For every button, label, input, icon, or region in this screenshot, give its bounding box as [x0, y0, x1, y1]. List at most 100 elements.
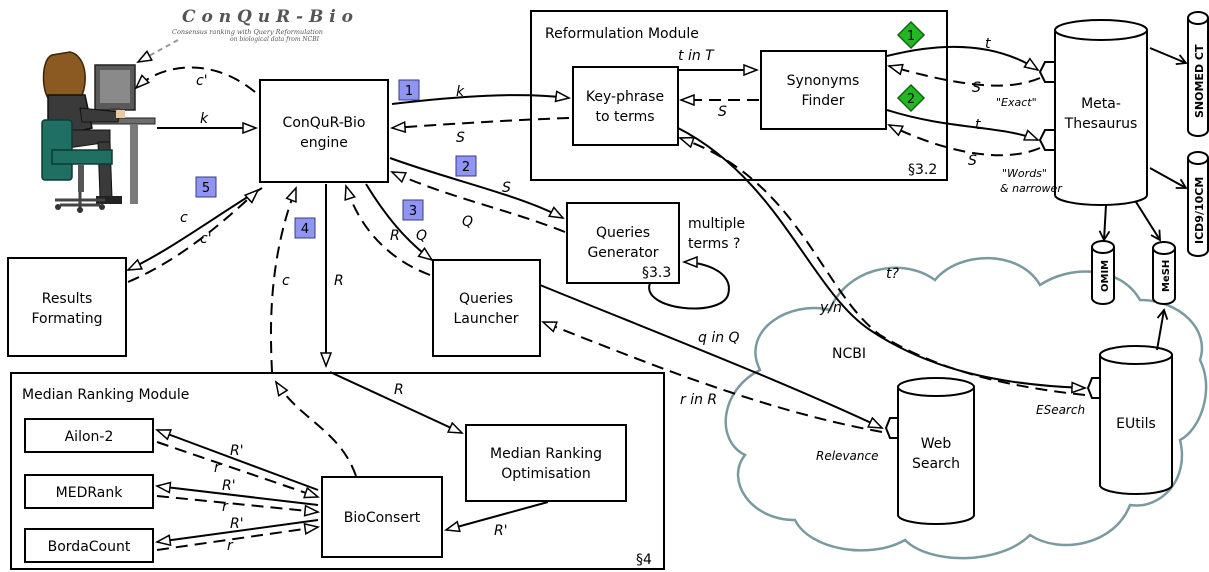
logo-arrow [138, 39, 179, 62]
step-badge-4: 4 [294, 217, 316, 239]
svg-text:5: 5 [202, 181, 210, 196]
svg-text:SNOMED CT: SNOMED CT [1193, 44, 1206, 118]
svg-text:Finder: Finder [801, 93, 844, 109]
queries-generator-box: Queries Generator §3.3 [566, 202, 680, 284]
label-q-generator: Q [462, 214, 473, 230]
svg-text:Launcher: Launcher [453, 311, 518, 327]
step-badge-1: 1 [398, 79, 420, 101]
edge-median-engine-c [269, 188, 297, 373]
label-r-ailon: r [214, 460, 221, 476]
eutils-cylinder: EUtils [1086, 345, 1173, 495]
keyphrase-to-terms-box: Key-phrase to terms [572, 66, 679, 146]
label-t-question: t? [886, 266, 899, 282]
median-ranking-module [10, 372, 665, 570]
edge-generator-engine-q [392, 171, 566, 233]
edge-ailon-bioconsert [156, 441, 318, 497]
label-r-medrank: r [222, 499, 229, 515]
label-s-exact: S [972, 80, 981, 96]
label-relevance: Relevance [816, 449, 878, 463]
edge-meta-icd [1149, 167, 1188, 189]
label-k-user: k [200, 111, 209, 127]
mesh-cylinder: MeSH [1152, 241, 1176, 305]
edge-median-opt-bioconsert [446, 501, 549, 530]
label-r-launcher: R [390, 228, 400, 244]
label-t-exact: t [985, 36, 991, 52]
edge-synonyms-meta-exact [886, 45, 1038, 70]
omim-cylinder: OMIM [1091, 240, 1115, 305]
label-rprime-borda: R' [230, 516, 244, 532]
logo-title: C o n Q u R - B i o [182, 7, 353, 27]
edge-bioconsert-ailon [157, 429, 319, 491]
label-s-generator: S [502, 180, 511, 196]
step-badge-2: 2 [455, 155, 477, 177]
edge-bordacount-bioconsert [156, 527, 318, 551]
svg-text:Ailon-2: Ailon-2 [65, 429, 114, 445]
icd9-10cm-cylinder: ICD9/10CM [1187, 151, 1209, 257]
edge-bioconsert-up-c [276, 382, 357, 477]
edge-bioconsert-medrank [157, 486, 319, 506]
conqur-bio-engine: ConQuR-Bio engine [259, 79, 389, 183]
svg-text:EUtils: EUtils [1116, 416, 1156, 432]
svg-text:MEDRank: MEDRank [56, 485, 124, 501]
logo-line1: Consensus ranking with Query Reformulati… [172, 28, 323, 36]
step-badge-5: 5 [195, 176, 217, 198]
label-q-launcher: Q [416, 228, 427, 244]
svg-text:Results: Results [42, 291, 93, 307]
label-s-words: S [968, 153, 977, 169]
label-cprime-results: c' [200, 231, 212, 247]
svg-text:ConQuR-Bio: ConQuR-Bio [283, 115, 366, 131]
svg-text:Queries: Queries [596, 225, 650, 241]
label-y-n: y/n [819, 300, 842, 316]
label-r-borda: r [227, 538, 234, 554]
ailon-2-box: Ailon-2 [24, 418, 154, 453]
svg-text:Formating: Formating [32, 311, 103, 327]
svg-text:MeSH: MeSH [1161, 260, 1172, 292]
svg-text:1: 1 [907, 29, 915, 44]
medrank-box: MEDRank [24, 474, 154, 509]
label-c-results: c [180, 210, 188, 226]
edge-synonyms-meta-words [886, 109, 1038, 141]
edge-engine-generator-s [389, 157, 563, 218]
label-rprime-opt: R' [494, 523, 508, 539]
svg-text:§3.3: §3.3 [642, 265, 671, 281]
label-multiple: multiple [688, 216, 745, 232]
label-r-median: R [394, 382, 404, 398]
svg-text:engine: engine [300, 135, 348, 151]
meta-thesaurus-cylinder: Meta- Thesaurus [1038, 19, 1148, 206]
label-q-in-q: q in Q [698, 330, 740, 346]
svg-text:Search: Search [912, 456, 960, 472]
label-cprime-top: c' [196, 73, 208, 89]
label-rprime-medrank: R' [222, 478, 236, 494]
edge-engine-keyphrase-k [391, 95, 569, 105]
svg-text:ICD9/10CM: ICD9/10CM [1193, 177, 1206, 244]
edge-keyphrase-engine-s [392, 117, 570, 128]
label-t-in-t: t in T [678, 48, 715, 64]
edge-generator-self-loop [648, 262, 730, 310]
median-ranking-optimisation-box: Median Ranking Optimisation [465, 424, 627, 502]
diamond-2: 2 [896, 83, 926, 113]
results-formating-box: Results Formating [7, 257, 127, 357]
label-s-synonyms: S [718, 104, 727, 120]
svg-text:Key-phrase: Key-phrase [586, 89, 664, 105]
label-exact: "Exact" [996, 96, 1037, 109]
median-ranking-module-title: Median Ranking Module [22, 387, 189, 403]
bioconsert-box: BioConsert [321, 476, 443, 558]
edge-meta-synonyms-words [889, 125, 1041, 157]
logo-line2: on biological data from NCBI [230, 36, 320, 43]
snomed-ct-cylinder: SNOMED CT [1187, 11, 1209, 137]
synonyms-finder-box: Synonyms Finder [760, 50, 887, 130]
label-narrower: & narrower [1000, 182, 1063, 195]
edge-eutils-mesh [1156, 308, 1169, 351]
label-k-engine: k [456, 84, 465, 100]
bordacount-box: BordaCount [24, 528, 154, 563]
label-s-engine: S [456, 130, 465, 146]
label-words: "Words" [1002, 167, 1047, 180]
edge-results-engine-cprime [127, 190, 258, 283]
label-esearch: ESearch [1036, 403, 1085, 417]
svg-text:Synonyms: Synonyms [787, 73, 860, 89]
svg-text:Thesaurus: Thesaurus [1064, 116, 1138, 132]
reformulation-module-title: Reformulation Module [545, 26, 699, 42]
label-rprime-ailon: R' [230, 443, 244, 459]
edge-websearch-launcher [543, 321, 883, 433]
